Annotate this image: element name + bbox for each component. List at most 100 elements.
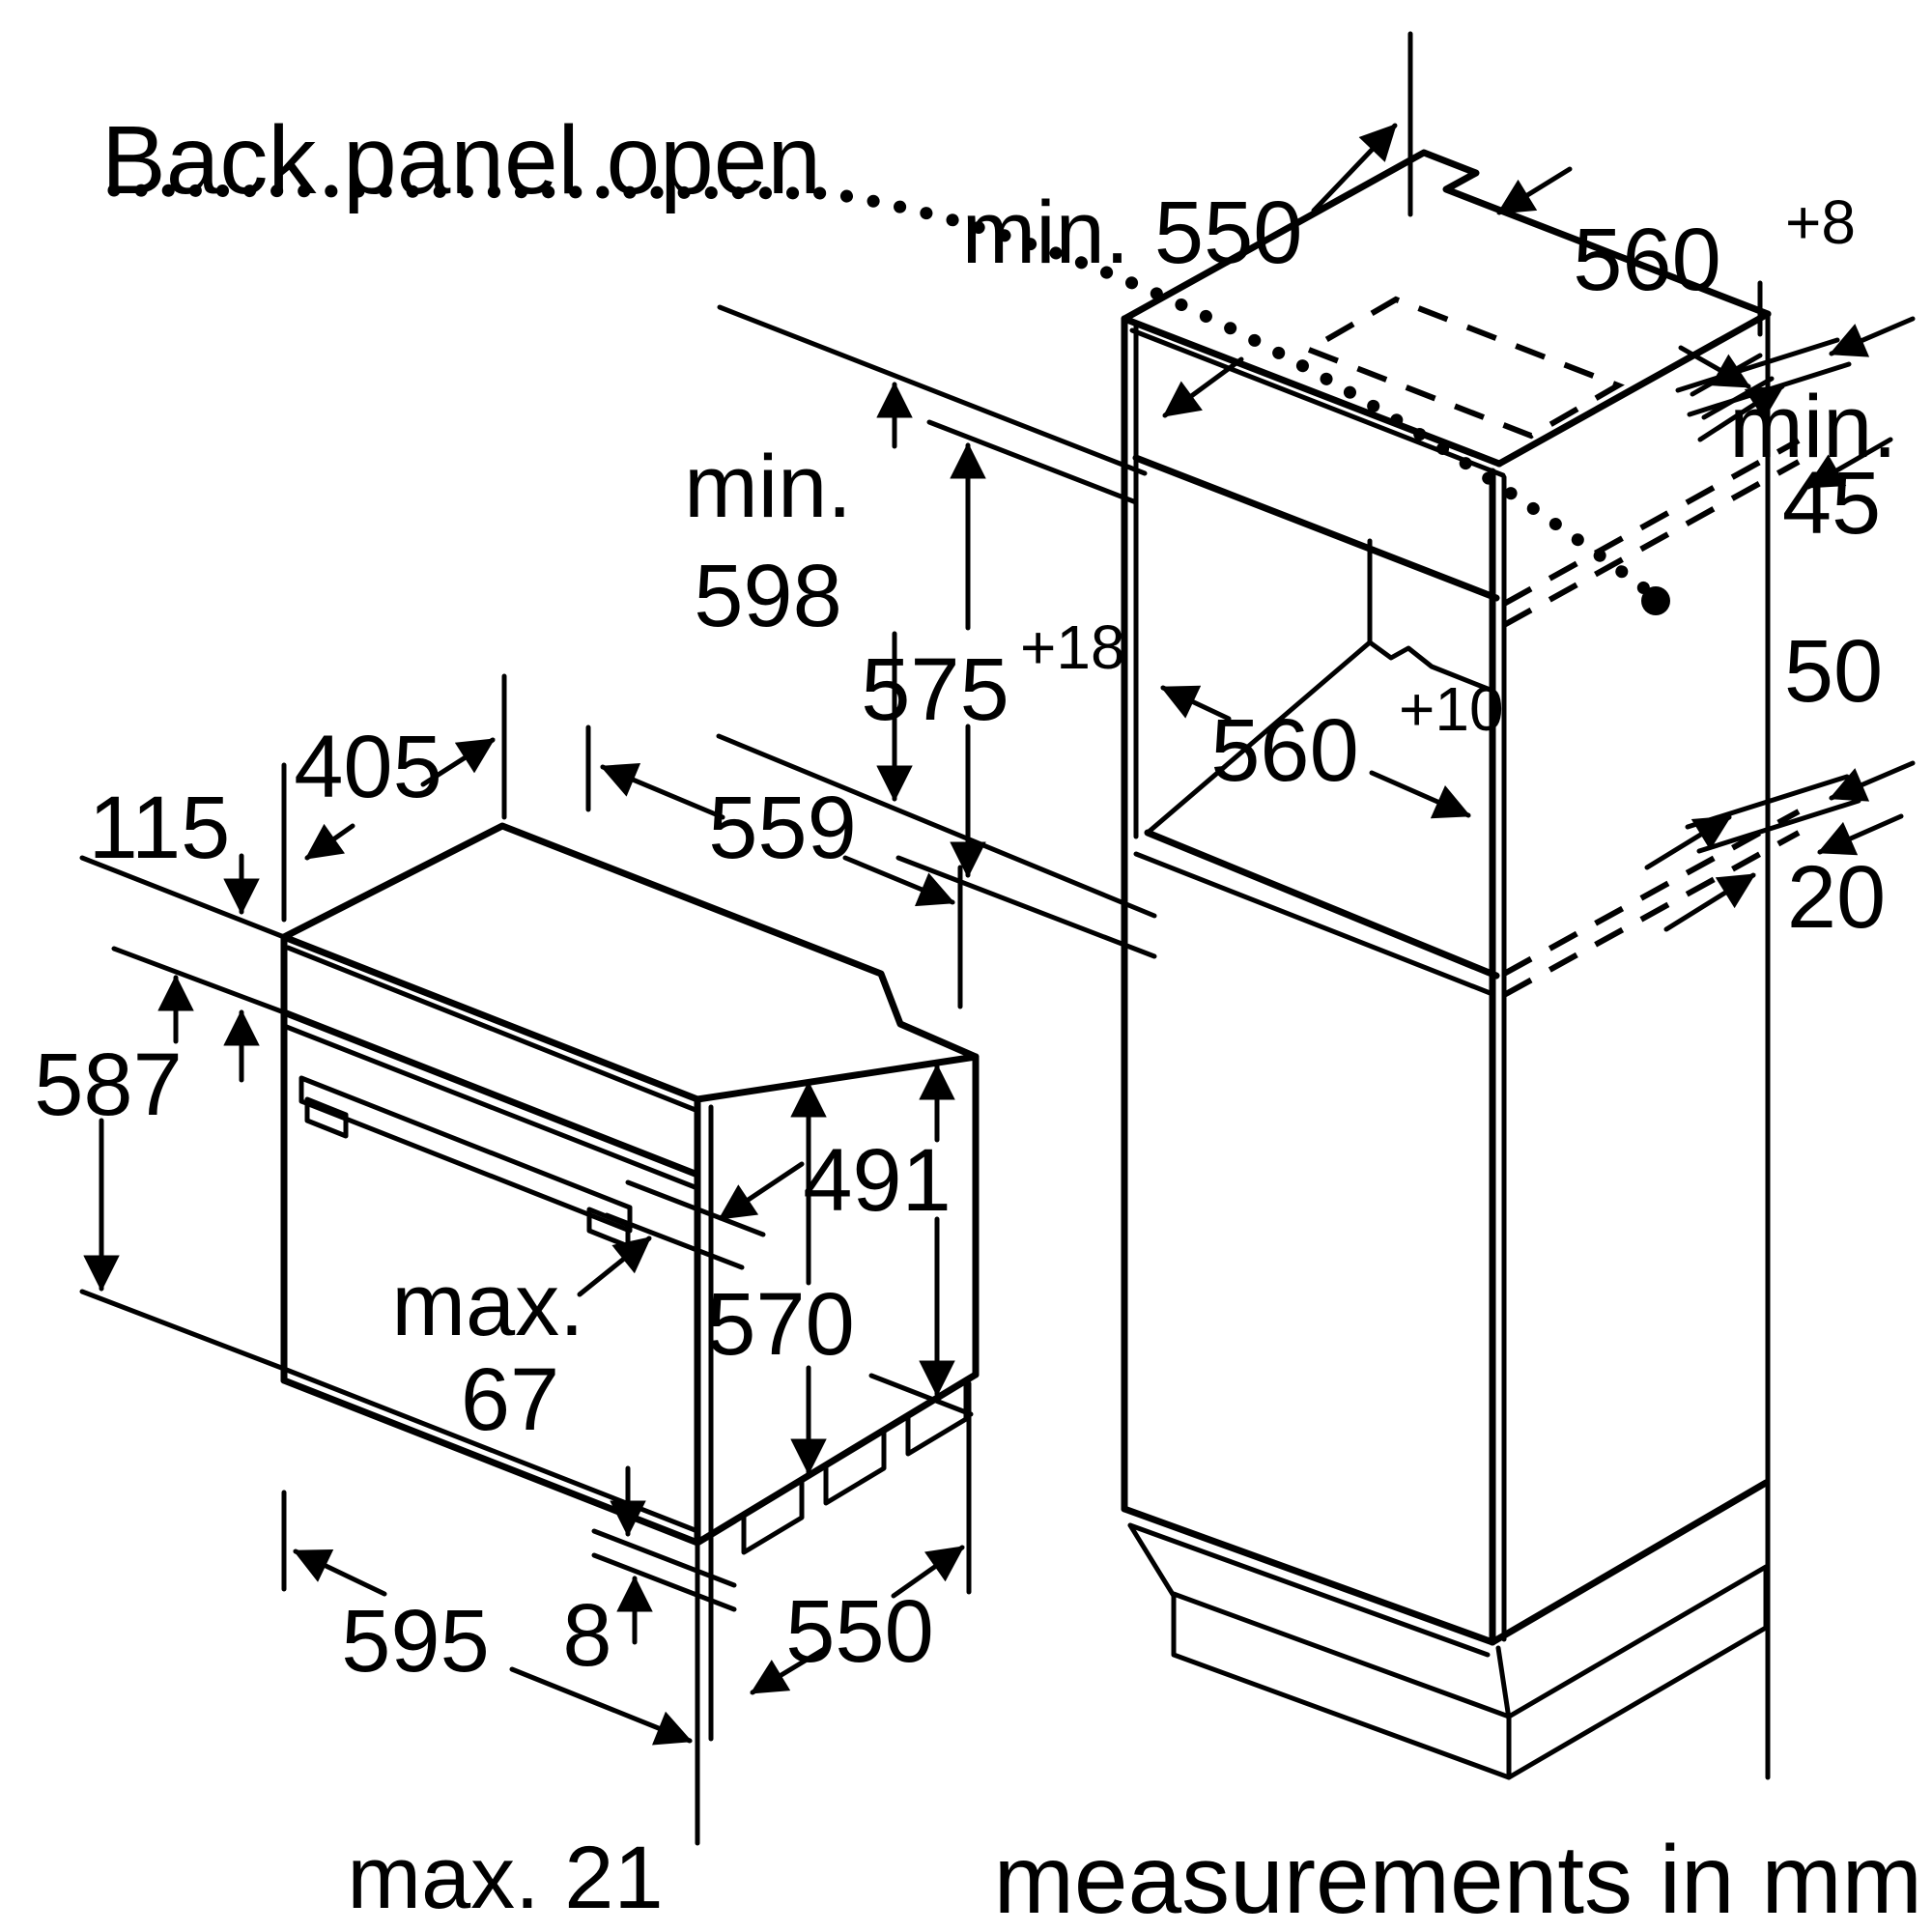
dim-label-max67-line1: max. <box>391 1256 583 1354</box>
cabinet-dimensions <box>716 31 1916 959</box>
oven-top-back-edge <box>280 822 980 1061</box>
oven-foot-2 <box>823 1427 887 1506</box>
dim-label-min598-line1: min. <box>684 438 852 536</box>
door-handle-bar <box>298 1075 633 1234</box>
dim-label-560-top-tol: +8 <box>1785 187 1856 257</box>
cabinet-top-face <box>1121 149 1772 323</box>
d405-arrow-right <box>420 737 496 787</box>
niche-floor-back-edge <box>1145 639 1373 836</box>
d559-arrow-right <box>842 855 955 907</box>
dotted-leader-line <box>107 184 1662 604</box>
d560niche-arrow-left <box>1160 685 1232 722</box>
dim-label-560-niche: 560 <box>1210 701 1359 800</box>
oven-bottom-ext-line <box>79 1289 287 1372</box>
min550-arrow-up <box>1311 123 1398 213</box>
min45-arrow-a <box>1829 316 1916 357</box>
cabinet-drawing <box>1121 149 1801 1780</box>
title-back-panel-open: Back panel open <box>101 106 821 214</box>
d559-arrow-left <box>600 763 725 820</box>
oven-top-front-edge-inner <box>285 945 698 1113</box>
labels: Back panel open measurements in mm min. … <box>34 106 1922 1932</box>
min45-tick-1 <box>1675 337 1840 393</box>
dim-label-min45-line1: min. <box>1729 378 1897 476</box>
d560top-arrow-left <box>1496 166 1573 215</box>
dim-label-559: 559 <box>708 779 857 877</box>
d560top-arrow-right <box>1678 345 1751 389</box>
d405-arrow-left <box>304 823 355 861</box>
max67-ref-2 <box>604 1212 745 1270</box>
plinth-side <box>1506 1564 1769 1780</box>
door-gap-line <box>1133 851 1495 997</box>
d595-arrow-left <box>293 1548 387 1597</box>
plinth-connector-right <box>1495 1645 1512 1721</box>
d560niche-arrow-right <box>1369 770 1471 819</box>
d20-arrow-up <box>1663 872 1756 932</box>
d50-arrow-right <box>1829 760 1916 802</box>
dim-label-max67-line2: 67 <box>461 1350 559 1449</box>
dim-label-575: 575 <box>861 640 1009 739</box>
niche-top-edge <box>1132 454 1500 602</box>
dim-label-405: 405 <box>294 718 442 816</box>
control-panel-bottom-inner <box>281 1023 700 1191</box>
min45-arrow-b <box>1697 384 1785 442</box>
dim-label-115: 115 <box>89 779 231 877</box>
ref-bottom-line-a <box>716 733 1157 919</box>
dim-label-560-niche-tol: +10 <box>1399 674 1504 744</box>
d550-arrow-left <box>750 1645 829 1695</box>
door-handle-mount-left <box>304 1096 349 1139</box>
dim-label-595: 595 <box>341 1592 490 1690</box>
panel-bottom-ext-line <box>111 946 287 1015</box>
niche-floor-edge <box>1144 829 1500 980</box>
dim-label-min45-line2: 45 <box>1782 454 1881 553</box>
leader-end-dot <box>1641 586 1670 615</box>
dim-label-587: 587 <box>34 1036 183 1134</box>
ref-bottom-line-b <box>895 855 1157 959</box>
dim-label-max21: max. 21 <box>347 1829 663 1927</box>
d595-arrow-right <box>509 1666 693 1746</box>
cabinet-side-bottom-edge <box>1489 1479 1770 1646</box>
max67-arrow-up <box>577 1236 652 1297</box>
max67-ref-1 <box>625 1179 766 1237</box>
dim-label-550: 550 <box>785 1582 934 1681</box>
oven-dimensions <box>79 673 972 1846</box>
niche-top-plane-dashed-1 <box>1502 438 1801 607</box>
d8-ref-2 <box>591 1552 737 1612</box>
dim-label-min550: min. 550 <box>962 184 1303 282</box>
dim-label-8: 8 <box>562 1586 611 1685</box>
oven-top-ext-line <box>79 855 287 940</box>
vent-cutout-dashed <box>1302 296 1625 440</box>
d50-arrow-left <box>1644 814 1732 870</box>
plinth-connector-left <box>1127 1522 1177 1599</box>
plinth-front <box>1171 1591 1512 1780</box>
niche-floor-step <box>1367 639 1495 694</box>
footer-measurements: measurements in mm <box>994 1826 1922 1932</box>
min550-arrow-down <box>1162 356 1244 418</box>
dim-label-20: 20 <box>1787 848 1886 947</box>
dim-label-50: 50 <box>1784 622 1883 721</box>
niche-bottom-plane-dashed-1 <box>1502 809 1801 977</box>
niche-top-plane-dashed-2 <box>1502 459 1801 628</box>
cabinet-top-right-edge <box>1495 310 1772 468</box>
ref-top-line-b <box>926 419 1139 505</box>
min45-arrow-c <box>1805 437 1893 490</box>
dim-label-560-top: 560 <box>1573 211 1721 309</box>
ref-top-line-a <box>717 304 1148 476</box>
dim-label-570: 570 <box>706 1275 855 1374</box>
d8-ref-1 <box>591 1528 737 1588</box>
back-panel-leader <box>107 184 1670 615</box>
dim-label-min598-line2: 598 <box>694 547 842 645</box>
control-panel-bottom <box>280 1009 701 1179</box>
d20-arrow-right <box>1817 813 1904 856</box>
niche-bottom-plane-dashed-2 <box>1502 830 1801 998</box>
dim-label-491: 491 <box>803 1131 952 1230</box>
max67-arrow-down <box>718 1161 805 1221</box>
oven-foot-3 <box>741 1476 805 1555</box>
cabinet-top-front-edge <box>1121 315 1503 468</box>
d550-arrow-right <box>891 1545 965 1599</box>
cabinet-bottom-front-edge-inner <box>1127 1522 1491 1658</box>
oven-top-front-edge <box>280 933 701 1103</box>
dim-label-575-tol: +18 <box>1020 612 1125 682</box>
cabinet-bottom-front-edge <box>1121 1505 1496 1646</box>
oven-top-right-edge <box>694 1053 980 1103</box>
